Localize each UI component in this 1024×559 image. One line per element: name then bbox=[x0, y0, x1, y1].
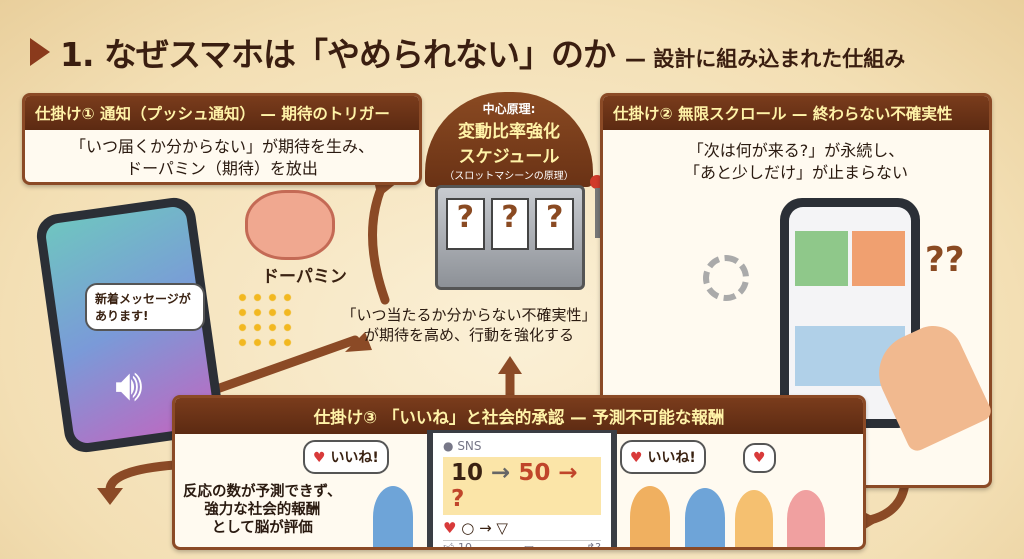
brain-icon bbox=[245, 190, 335, 260]
person-icon bbox=[630, 486, 670, 547]
arrow-loop-left bbox=[105, 460, 180, 495]
person-icon bbox=[787, 490, 825, 547]
like-count-progression: 10 → 50 → ? bbox=[443, 457, 601, 515]
question-marks: ?? bbox=[925, 240, 965, 280]
heart-icon: ♥ bbox=[443, 519, 457, 537]
lever bbox=[595, 188, 600, 238]
dopamine-dots bbox=[235, 290, 295, 350]
triangle-icon bbox=[30, 38, 50, 66]
arrow-left-up bbox=[368, 175, 390, 305]
principle-badge: 中心原理: 変動比率強化 スケジュール （スロットマシーンの原理） bbox=[425, 92, 593, 187]
panel-notification: 仕掛け① 通知（プッシュ通知） — 期待のトリガー 「いつ届くか分からない」が期… bbox=[22, 93, 422, 185]
dopamine-label: ドーパミン bbox=[262, 267, 347, 287]
reel: ? bbox=[490, 198, 530, 250]
center-caption: 「いつ当たるか分からない不確実性」 が期待を高め、行動を強化する bbox=[340, 305, 598, 345]
sns-post: ● SNS 10 → 50 → ? ♥ ○ → ▽ 👍︎ 10▭↱? bbox=[427, 430, 617, 547]
like-bubble-2: ♥ いいね! bbox=[620, 440, 706, 474]
reel: ? bbox=[446, 198, 485, 250]
speaker-icon: 🔊︎ bbox=[115, 360, 143, 411]
panel-likes: 仕掛け③ 「いいね」と社会的承認 — 予測不可能な報酬 ♥ いいね! 反応の数が… bbox=[172, 395, 866, 550]
slot-machine: ? ? ? bbox=[435, 185, 585, 290]
like-bubble: ♥ いいね! bbox=[303, 440, 389, 474]
loading-spinner-icon bbox=[703, 255, 749, 301]
arrow-bottom-left bbox=[195, 335, 360, 400]
page-title: 1. なぜスマホは「やめられない」のか — 設計に組み込まれた仕組み bbox=[30, 28, 905, 76]
reel: ? bbox=[535, 198, 575, 250]
person-icon bbox=[685, 488, 725, 547]
caption-line: 「いつ当たるか分からない不確実性」 bbox=[341, 306, 597, 324]
notification-popup: 新着メッセージがあります! bbox=[85, 283, 205, 331]
person-icon bbox=[735, 490, 773, 547]
heart-bubble: ♥ bbox=[743, 443, 776, 473]
caption-line: が期待を高め、行動を強化する bbox=[363, 326, 574, 344]
person-icon bbox=[373, 486, 413, 547]
